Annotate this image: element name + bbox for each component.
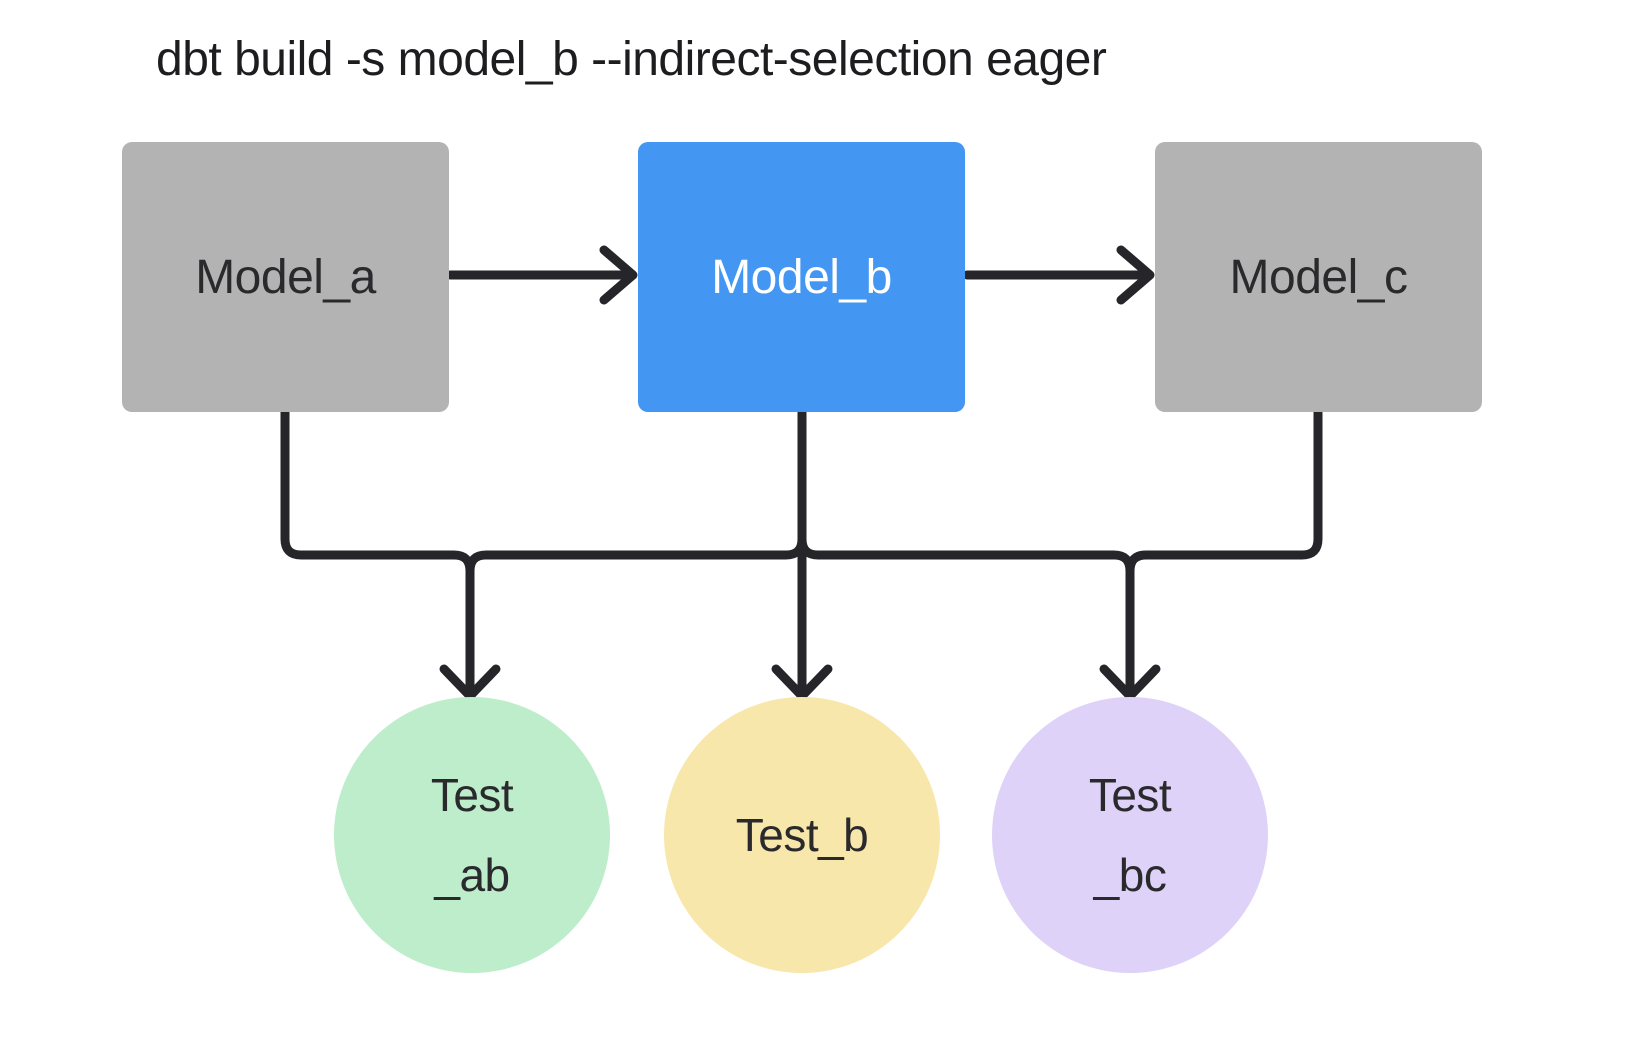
- node-test-bc-label-line2: _bc: [1093, 849, 1167, 901]
- node-test-bc-label-line1: Test: [1088, 769, 1172, 821]
- node-test-ab-label-line2: _ab: [434, 849, 510, 901]
- edge-model-b-to-test-bc: [797, 407, 1135, 697]
- edge-model-b-to-test-ab: [465, 407, 807, 697]
- arrowhead-test-b-icon: [771, 664, 833, 701]
- node-model-a-label: Model_a: [195, 250, 376, 304]
- edge-model-c-to-test-bc: [1125, 407, 1323, 697]
- node-model-a: Model_a: [122, 142, 449, 412]
- node-test-ab-label-line1: Test: [430, 769, 514, 821]
- node-test-bc: Test _bc: [992, 697, 1268, 973]
- node-model-c-label: Model_c: [1229, 250, 1408, 304]
- node-model-b-label: Model_b: [711, 250, 892, 304]
- node-test-ab: Test _ab: [334, 697, 610, 973]
- node-test-b-label: Test_b: [735, 809, 869, 861]
- node-model-b: Model_b: [638, 142, 965, 412]
- node-model-c: Model_c: [1155, 142, 1482, 412]
- arrowhead-test-ab-icon: [439, 664, 501, 701]
- node-test-b: Test_b: [664, 697, 940, 973]
- edge-model-a-to-test-ab: [280, 407, 475, 697]
- diagram-title: dbt build -s model_b --indirect-selectio…: [156, 33, 1107, 86]
- arrowhead-test-bc-icon: [1099, 664, 1161, 701]
- arrowhead-model-b-icon: [599, 245, 638, 305]
- arrowhead-model-c-icon: [1116, 245, 1155, 305]
